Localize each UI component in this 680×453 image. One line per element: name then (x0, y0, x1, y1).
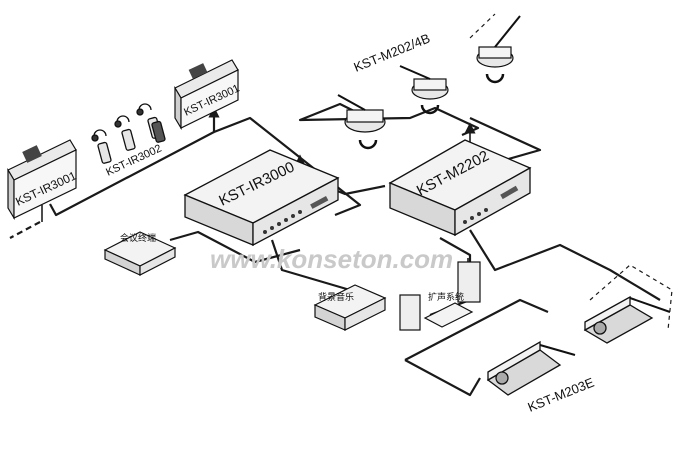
ir-transmitter: KST-IR3000 (183, 149, 340, 247)
delegate-units-label: KST-M202/4B (352, 31, 433, 75)
ir-transmitter-ports (263, 196, 329, 234)
cable-right-extension (589, 264, 673, 331)
conference-terminal-label: 会议终端 (120, 232, 156, 244)
chairman-units-label: KST-M203E (526, 374, 597, 414)
ir-receiver-4 (151, 120, 166, 143)
delegate-unit-1 (337, 94, 386, 150)
speaker-icon (399, 294, 421, 331)
gooseneck-mic-icon (399, 65, 431, 80)
gooseneck-mic-icon (337, 94, 366, 111)
pa-system-label: 扩声系统 (428, 291, 464, 303)
conference-terminal: 会议终端 (103, 231, 177, 276)
cable-top-extension (469, 13, 496, 39)
delegate-unit-3 (476, 15, 521, 84)
cable-chairman-to-chairman (404, 298, 549, 361)
cable-controller-to-delegates-return (469, 116, 542, 162)
cable-chairman-return (404, 359, 481, 397)
delegate-unit-2 (399, 65, 449, 115)
ir-receiver-1 (91, 129, 112, 164)
earphone-icon (91, 134, 99, 142)
chairman-unit-2 (583, 295, 671, 344)
chairman-units (486, 295, 671, 396)
background-music-label: 背景音乐 (318, 291, 354, 303)
chairman-unit-1 (486, 340, 576, 396)
ir-radiator-left: KST-IR3001 (7, 139, 79, 222)
ir-radiator-right: KST-IR3001 (174, 59, 242, 131)
gooseneck-mic-icon (539, 344, 576, 356)
gooseneck-mic-icon (629, 297, 671, 313)
gooseneck-mic-icon (494, 15, 521, 48)
cable-bgm (270, 239, 351, 292)
main-controller: KST-M2202 (388, 139, 532, 237)
background-music-player: 背景音乐 (313, 284, 387, 331)
pa-system: 扩声系统 (399, 261, 481, 331)
cable-controller-to-chairman (469, 229, 661, 301)
cable-radiator-right-to-left (49, 131, 215, 217)
delegate-units (337, 15, 521, 150)
watermark: www.konseton.com (210, 244, 453, 274)
cable-network (9, 13, 673, 397)
earphone-icon (114, 120, 122, 128)
ir-receivers (91, 103, 166, 164)
earphone-icon (136, 108, 144, 116)
cable-controller-to-delegates (298, 102, 480, 137)
controller-ports (463, 185, 519, 224)
cable-left-extension (9, 221, 41, 239)
ir-receiver-2 (114, 115, 136, 151)
